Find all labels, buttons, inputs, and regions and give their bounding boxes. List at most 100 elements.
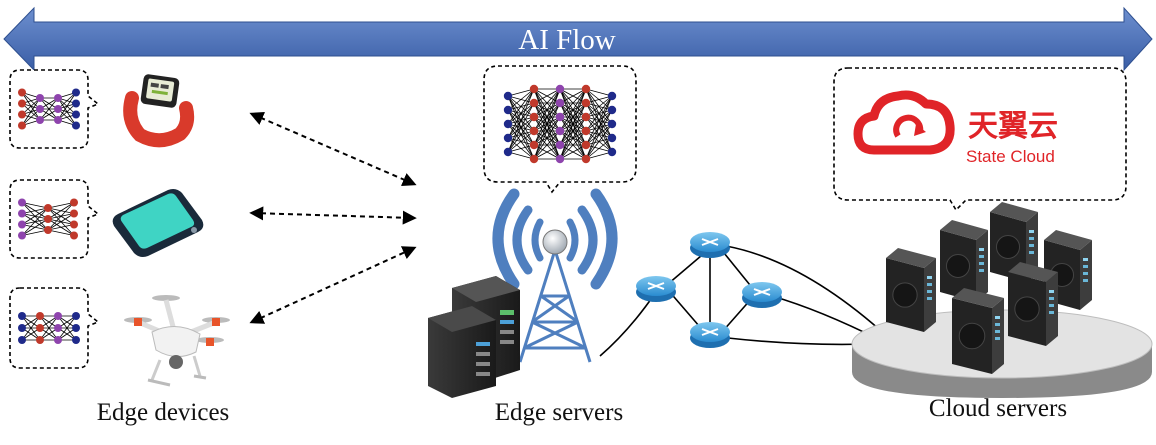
nn-node (607, 147, 617, 157)
nn-node (555, 84, 565, 94)
edge-nn-bubble (483, 65, 637, 194)
nn-edge (47, 202, 75, 231)
nn-edge (559, 102, 587, 160)
nn-edge (559, 88, 587, 118)
nn-edge (559, 130, 587, 160)
nn-node (54, 336, 62, 344)
nn-node (18, 88, 26, 97)
nn-node (72, 121, 80, 130)
nn-node (581, 140, 591, 150)
nn-node (44, 215, 52, 223)
nn-edge (585, 123, 613, 160)
nn-node (54, 324, 62, 332)
nn-node (529, 154, 539, 164)
nn-node (18, 198, 26, 207)
nn-node (529, 140, 539, 150)
nn-edge (585, 88, 613, 97)
nn-node (581, 154, 591, 164)
nn-edge (507, 88, 535, 153)
nn-edge (585, 109, 613, 160)
nn-edge (21, 202, 49, 209)
nn-edge (585, 95, 613, 118)
nn-edge (47, 202, 75, 220)
link-drone-server (249, 246, 417, 324)
nn-edge (533, 144, 561, 160)
drone-icon (124, 295, 230, 387)
nn-node (555, 140, 565, 150)
nn-edge (39, 315, 59, 341)
nn-node (54, 105, 62, 113)
nn-edge (39, 97, 59, 121)
nn-edge (533, 88, 561, 118)
nn-node (36, 116, 44, 124)
nn-node (503, 105, 513, 115)
nn-edge (507, 88, 535, 97)
nn-node (70, 198, 78, 207)
link-phone-server (249, 206, 417, 225)
smartwatch-icon (123, 74, 195, 148)
nn-node (581, 84, 591, 94)
router-icon-4 (690, 322, 730, 348)
nn-node (70, 220, 78, 229)
cloud-logo-chinese: 天翼云 (968, 109, 1058, 144)
nn-node (44, 204, 52, 212)
nn-edge (533, 88, 561, 132)
nn-node (529, 112, 539, 122)
nn-edge (507, 130, 535, 153)
device-nn-bubble-2 (9, 179, 100, 259)
cloud-server-icon (940, 220, 988, 302)
nn-node (529, 126, 539, 136)
nn-edge (21, 207, 49, 214)
nn-edge (21, 207, 49, 236)
nn-node (581, 126, 591, 136)
caption-cloud-servers: Cloud servers (929, 395, 1067, 422)
device-nn-bubble-1 (9, 69, 100, 149)
nn-node (18, 209, 26, 218)
nn-edge (47, 229, 75, 236)
nn-node (54, 312, 62, 320)
nn-edge (585, 95, 613, 132)
nn-edge (21, 229, 49, 236)
nn-edge (507, 102, 535, 153)
nn-node (18, 220, 26, 229)
nn-node (36, 324, 44, 332)
nn-node (72, 312, 80, 320)
nn-node (555, 126, 565, 136)
nn-node (36, 312, 44, 320)
nn-edge (585, 95, 613, 160)
nn-edge (533, 116, 561, 160)
cloud-server-icon (952, 288, 1004, 374)
nn-node (503, 91, 513, 101)
nn-node (36, 336, 44, 344)
nn-node (607, 133, 617, 143)
nn-edge (533, 130, 561, 160)
device-server-links (249, 112, 417, 324)
nn-node (607, 105, 617, 115)
nn-node (555, 154, 565, 164)
nn-node (72, 99, 80, 108)
nn-node (503, 133, 513, 143)
nn-edge (507, 151, 535, 160)
radio-tower-icon (492, 188, 618, 363)
nn-edge (57, 103, 77, 121)
nn-node (18, 231, 26, 240)
router-icon-2 (690, 232, 730, 258)
nn-edge (57, 92, 77, 121)
nn-node (607, 91, 617, 101)
nn-node (607, 119, 617, 129)
smartphone-icon (112, 189, 204, 257)
nn-edge (559, 88, 587, 146)
edge-server-rack-icon (428, 276, 520, 398)
router-icon-1 (636, 276, 676, 302)
nn-edge (21, 97, 41, 126)
nn-edge (21, 315, 41, 341)
nn-node (503, 147, 513, 157)
ai-flow-label: AI Flow (518, 24, 616, 56)
nn-node (581, 98, 591, 108)
nn-node (54, 94, 62, 102)
nn-node (36, 105, 44, 113)
cloud-server-cluster (886, 202, 1092, 374)
nn-node (18, 121, 26, 130)
nn-edge (507, 88, 535, 125)
